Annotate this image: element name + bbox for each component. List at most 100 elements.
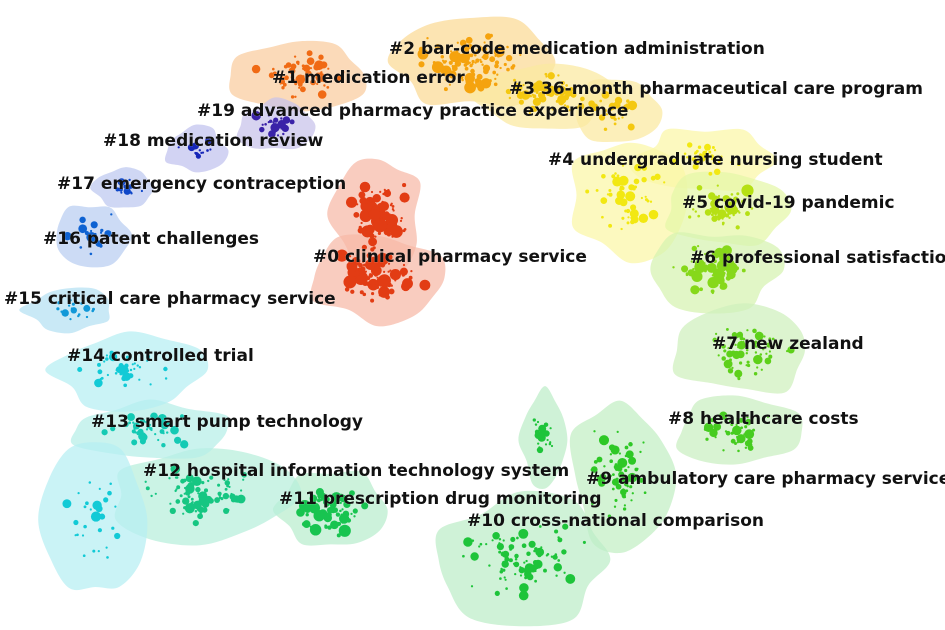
node-dot	[601, 173, 606, 179]
node-dot	[448, 70, 457, 79]
node-dot	[373, 218, 388, 233]
node-dot	[359, 209, 369, 219]
node-dot	[725, 327, 729, 331]
node-dot	[483, 41, 486, 44]
cluster-label-3[interactable]: #3 36-month pharmaceutical care program	[509, 79, 924, 100]
node-dot	[663, 162, 667, 165]
node-dot	[242, 478, 245, 481]
node-dot	[134, 351, 138, 355]
node-dot	[624, 445, 629, 450]
node-dot	[698, 153, 703, 157]
node-dot	[182, 478, 187, 483]
cluster-label-8[interactable]: #8 healthcare costs	[668, 409, 859, 430]
cluster-label-17[interactable]: #17 emergency contraception	[57, 174, 347, 195]
node-dot	[168, 477, 171, 480]
node-dot	[465, 36, 473, 44]
node-dot	[352, 508, 358, 514]
cluster-label-18[interactable]: #18 medication review	[103, 131, 324, 152]
node-dot	[736, 162, 741, 167]
node-dot	[508, 558, 513, 563]
cluster-label-11[interactable]: #11 prescription drug monitoring	[279, 489, 602, 510]
node-dot	[103, 360, 106, 363]
node-dot	[346, 261, 358, 272]
node-dot	[114, 505, 117, 508]
node-dot	[672, 266, 675, 269]
node-dot	[327, 67, 330, 70]
node-dot	[296, 60, 300, 65]
node-dot	[477, 84, 485, 92]
node-dot	[771, 337, 775, 341]
node-dot	[107, 490, 112, 496]
node-dot	[103, 497, 109, 503]
node-dot	[343, 275, 357, 289]
node-dot	[642, 441, 645, 444]
node-dot	[620, 488, 627, 496]
node-dot	[624, 105, 628, 108]
node-dot	[710, 199, 719, 208]
node-dot	[144, 480, 147, 483]
node-dot	[372, 193, 381, 203]
node-dot	[387, 262, 391, 265]
cluster-label-0[interactable]: #0 clinical pharmacy service	[313, 247, 587, 268]
node-dot	[585, 189, 590, 194]
cluster-label-5[interactable]: #5 covid-19 pandemic	[682, 193, 895, 214]
node-dot	[119, 372, 123, 376]
node-dot	[618, 471, 625, 478]
node-dot	[510, 536, 516, 542]
cluster-label-14[interactable]: #14 controlled trial	[67, 346, 254, 367]
node-dot	[134, 431, 137, 434]
cluster-label-9[interactable]: #9 ambulatory care pharmacy service	[586, 469, 945, 490]
node-dot	[707, 192, 716, 200]
node-dot	[763, 346, 766, 349]
node-dot	[105, 354, 109, 357]
node-dot	[77, 366, 83, 373]
node-dot	[545, 90, 552, 97]
node-dot	[505, 54, 513, 62]
cluster-label-2[interactable]: #2 bar-code medication administration	[389, 39, 765, 60]
node-dot	[691, 156, 697, 162]
node-dot	[714, 212, 717, 216]
node-dot	[716, 184, 719, 187]
node-dot	[627, 123, 635, 131]
node-dot	[471, 72, 476, 77]
node-dot	[456, 41, 459, 44]
node-dot	[516, 536, 519, 540]
node-dot	[725, 430, 731, 436]
node-dot	[603, 127, 608, 132]
node-dot	[168, 424, 172, 427]
node-dot	[444, 60, 448, 63]
node-dot	[754, 351, 758, 354]
cluster-label-13[interactable]: #13 smart pump technology	[91, 412, 364, 433]
node-dot	[618, 175, 629, 186]
node-dot	[118, 362, 124, 369]
node-dot	[599, 483, 602, 487]
node-dot	[616, 430, 619, 434]
cluster-label-15[interactable]: #15 critical care pharmacy service	[4, 289, 336, 310]
node-dot	[711, 146, 715, 149]
node-dot	[326, 86, 330, 89]
cluster-label-16[interactable]: #16 patent challenges	[43, 229, 260, 250]
node-dot	[98, 487, 101, 491]
cluster-label-19[interactable]: #19 advanced pharmacy practice experienc…	[197, 101, 629, 122]
node-dot	[630, 499, 633, 502]
node-dot	[725, 275, 731, 281]
node-dot	[374, 235, 377, 238]
node-dot	[399, 267, 408, 276]
node-dot	[555, 574, 558, 577]
cluster-label-6[interactable]: #6 professional satisfaction	[690, 248, 945, 269]
node-dot	[743, 433, 746, 436]
cluster-label-4[interactable]: #4 undergraduate nursing student	[548, 150, 883, 171]
node-dot	[92, 500, 102, 510]
node-dot	[708, 150, 712, 154]
node-dot	[648, 209, 659, 220]
cluster-label-1[interactable]: #1 medication error	[272, 68, 466, 89]
cluster-label-12[interactable]: #12 hospital information technology syst…	[143, 461, 570, 482]
cluster-label-10[interactable]: #10 cross-national comparison	[467, 511, 765, 532]
node-dot	[752, 328, 757, 334]
node-dot	[731, 366, 734, 369]
node-dot	[457, 57, 460, 61]
node-dot	[627, 465, 630, 469]
cluster-label-7[interactable]: #7 new zealand	[712, 334, 864, 355]
node-dot	[474, 53, 477, 57]
